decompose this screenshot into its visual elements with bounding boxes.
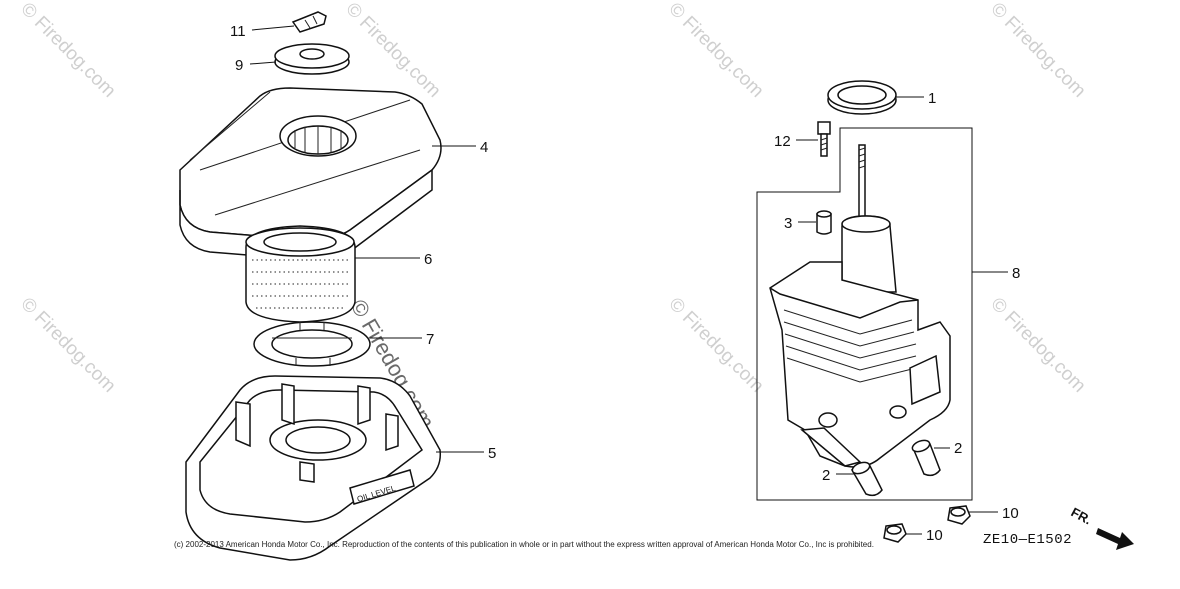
part-6-foam-element	[245, 225, 356, 323]
part-5-case: OIL LEVEL	[185, 375, 442, 561]
watermark: © Firedog.com	[341, 0, 444, 102]
callout-6: 6	[424, 251, 432, 268]
callout-10: 10	[926, 527, 943, 544]
part-9-cap	[274, 43, 350, 75]
callout-9: 9	[235, 57, 243, 74]
left-callouts: 11 9 4 6 7 5	[230, 23, 496, 462]
callout-2: 2	[954, 440, 962, 457]
watermark: © Firedog.com	[16, 0, 119, 102]
watermark: © Firedog.com	[986, 294, 1089, 397]
callout-4: 4	[480, 139, 488, 156]
part-3-collar	[816, 210, 832, 235]
part-1-seal	[827, 80, 897, 115]
callout-3: 3	[784, 215, 792, 232]
callout-10: 10	[1002, 505, 1019, 522]
callout-8: 8	[1012, 265, 1020, 282]
diagram-code: ZE10—E1502	[983, 532, 1073, 548]
part-10-nut-a	[947, 505, 971, 525]
front-arrow-icon: FR.	[1069, 504, 1134, 550]
right-callouts: 1 12 3 8 2 2 10 10	[774, 90, 1020, 544]
part-11-clip	[291, 11, 327, 33]
part-8-bracket	[756, 127, 973, 501]
callout-5: 5	[488, 445, 496, 462]
part-2-collar-b	[850, 461, 883, 497]
part-10-nut-b	[883, 523, 907, 543]
part-8-tank	[769, 144, 951, 468]
watermark: © Firedog.com	[664, 0, 767, 102]
watermark: © Firedog.com	[664, 294, 767, 397]
copyright-notice: (c) 2002-2013 American Honda Motor Co., …	[174, 540, 874, 549]
part-2-collar-a	[911, 439, 941, 477]
front-indicator: FR.	[1069, 504, 1095, 527]
part-4-cover	[179, 87, 442, 261]
part-12-bolt	[817, 121, 831, 157]
watermark: © Firedog.com	[16, 294, 119, 397]
watermark: © Firedog.com	[986, 0, 1089, 102]
callout-1: 1	[928, 90, 936, 107]
callout-12: 12	[774, 133, 791, 150]
callout-7: 7	[426, 331, 434, 348]
part-7-gasket	[253, 321, 371, 367]
callout-2: 2	[822, 467, 830, 484]
callout-11: 11	[230, 23, 246, 40]
